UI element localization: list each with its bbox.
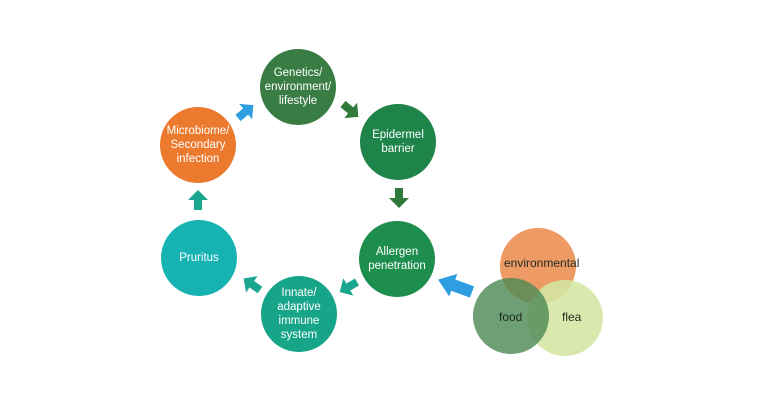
node-genetics-environment-lifestyle: Genetics/ environment/ lifestyle	[260, 49, 336, 125]
venn-label-environmental: environmental	[504, 256, 580, 270]
node-epidermel-barrier: Epidermel barrier	[360, 104, 436, 180]
venn-label-flea: flea	[562, 310, 582, 324]
arrow-microbiome-to-genetics	[235, 103, 254, 122]
node-pruritus: Pruritus	[161, 220, 237, 296]
arrow-genetics-to-epidermel	[340, 100, 359, 119]
arrow-pruritus-to-microbiome	[188, 190, 208, 210]
node-allergen-label: Allergen penetration	[368, 246, 426, 272]
arrow-venn-to-allergen	[438, 273, 475, 298]
node-immune-label: Innate/ adaptive immune system	[277, 287, 321, 341]
venn-label-food: food	[499, 310, 523, 324]
arrow-epidermel-to-allergen	[389, 188, 409, 208]
arrow-immune-to-pruritus	[243, 276, 263, 294]
node-allergen-penetration: Allergen penetration	[359, 221, 435, 297]
arrow-allergen-to-immune	[339, 278, 359, 296]
node-epidermel-label: Epidermel barrier	[372, 129, 424, 155]
node-microbiome-secondary-infection: Microbiome/ Secondary infection	[160, 107, 236, 183]
node-genetics-label: Genetics/ environment/ lifestyle	[264, 67, 332, 107]
node-innate-adaptive-immune-system: Innate/ adaptive immune system	[261, 276, 337, 352]
venn-circle-food	[473, 278, 549, 354]
node-pruritus-label: Pruritus	[179, 252, 219, 264]
node-microbiome-label: Microbiome/ Secondary infection	[166, 125, 230, 165]
